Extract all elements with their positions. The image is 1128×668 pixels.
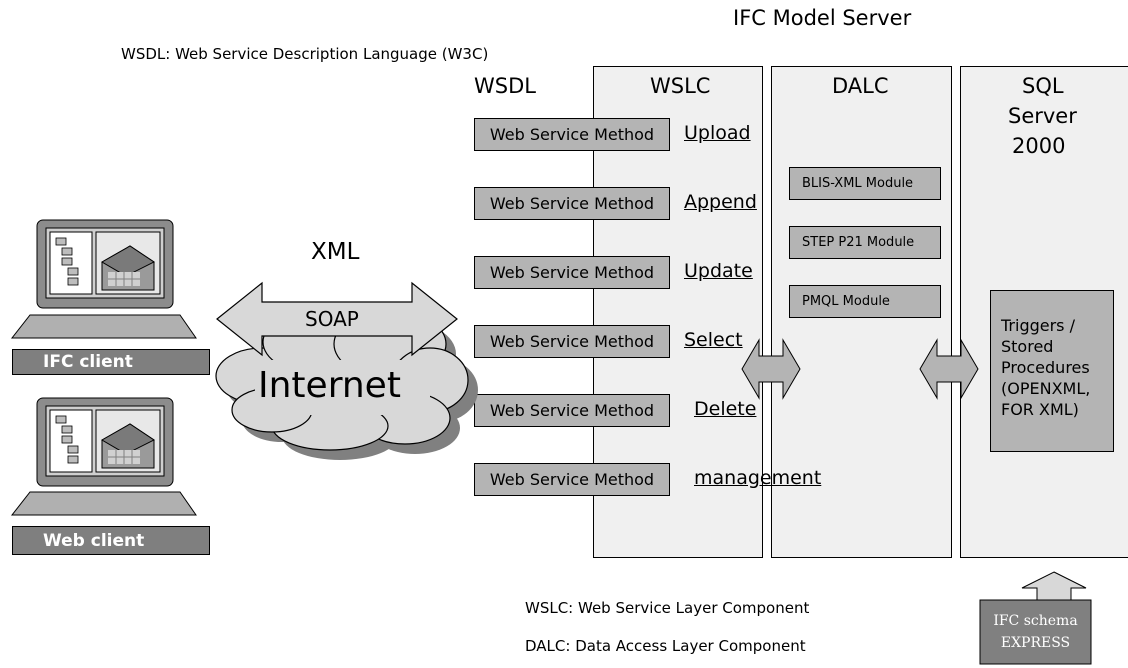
operation-management: management [694,467,822,489]
sql-header-line3: 2000 [1012,134,1066,158]
web-client-computer-icon [10,397,197,516]
internet-label: Internet [258,365,401,406]
operation-select: Select [684,329,743,351]
web-service-method-update[interactable]: Web Service Method [474,256,670,289]
web-service-method-append[interactable]: Web Service Method [474,187,670,220]
triggers-line3: Procedures [1001,358,1090,377]
sql-header-line1: SQL [1022,74,1064,98]
web-service-method-delete[interactable]: Web Service Method [474,394,670,427]
dalc-footnote: DALC: Data Access Layer Component [525,637,806,655]
triggers-line1: Triggers / [1001,316,1075,335]
triggers-line4: (OPENXML, [1001,379,1091,398]
wslc-dalc-arrow [741,338,801,400]
triggers-box: Triggers / Stored Procedures (OPENXML, F… [990,290,1114,452]
schema-up-arrow [1021,571,1087,601]
ifc-client-label: IFC client [12,349,210,375]
operation-append: Append [684,191,757,213]
operation-upload: Upload [684,122,751,144]
wsdl-note: WSDL: Web Service Description Language (… [121,45,489,63]
diagram-title: IFC Model Server [733,6,912,30]
xml-label: XML [311,239,360,265]
schema-line1: IFC schema [993,613,1078,629]
pmql-module: PMQL Module [789,285,941,318]
soap-arrow [216,281,458,357]
web-client-label: Web client [12,526,210,555]
ifc-client-computer-icon [10,219,197,339]
sql-header-line2: Server [1008,104,1077,128]
operation-update: Update [684,260,753,282]
dalc-header: DALC [832,74,889,98]
web-service-method-select[interactable]: Web Service Method [474,325,670,358]
wsdl-header: WSDL [474,74,536,98]
triggers-line5: FOR XML) [1001,400,1079,419]
web-service-method-management[interactable]: Web Service Method [474,463,670,496]
dalc-sql-arrow [919,338,979,400]
soap-label: SOAP [305,307,359,331]
operation-delete: Delete [694,398,757,420]
web-service-method-upload[interactable]: Web Service Method [474,118,670,151]
schema-box [979,599,1092,665]
schema-line2: EXPRESS [1000,635,1071,651]
step-p21-module: STEP P21 Module [789,226,941,259]
wslc-footnote: WSLC: Web Service Layer Component [525,599,810,617]
triggers-line2: Stored [1001,337,1054,356]
blis-xml-module: BLIS-XML Module [789,167,941,200]
wslc-header: WSLC [650,74,711,98]
